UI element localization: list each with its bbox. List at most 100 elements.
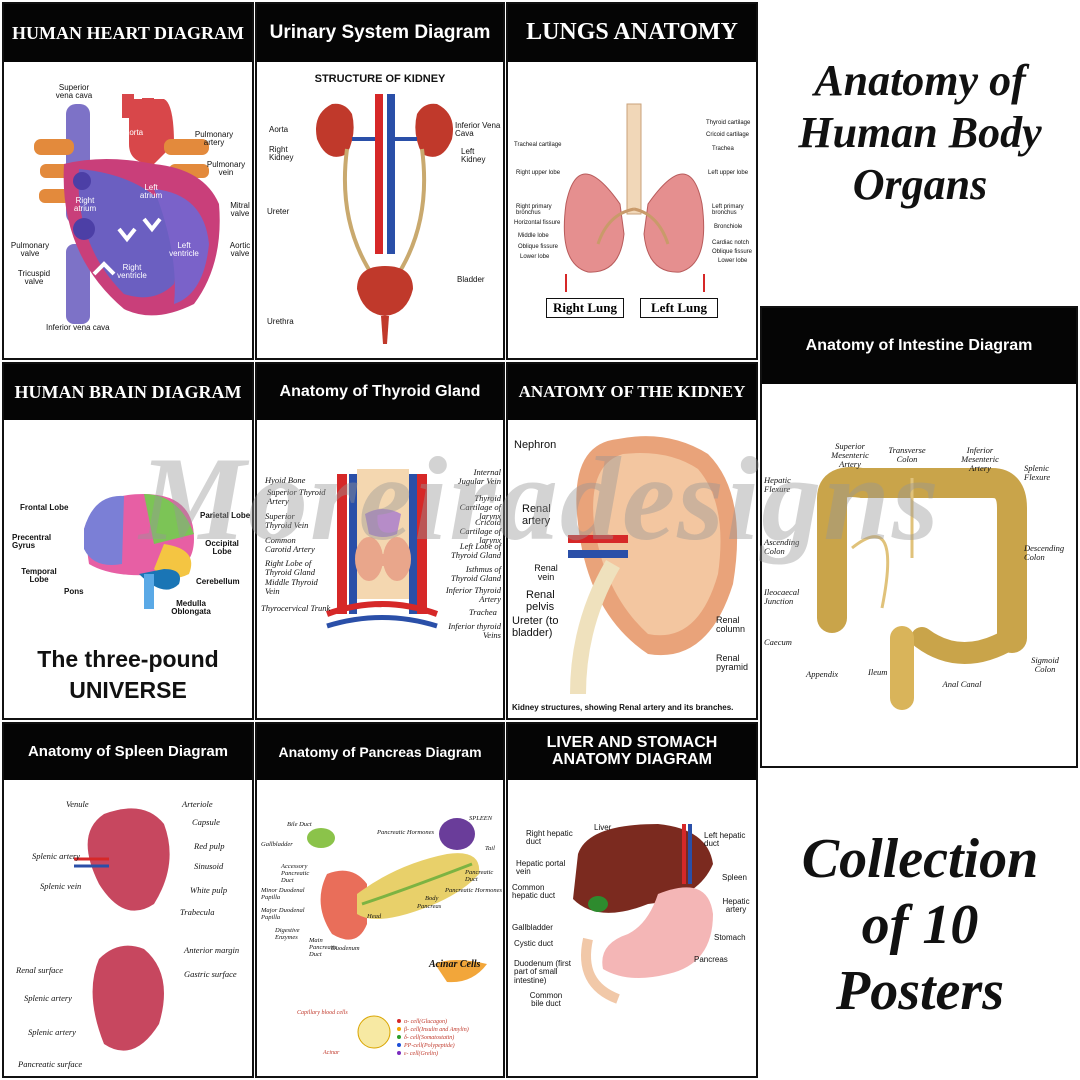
- urinary-label-urethra: Urethra: [267, 317, 294, 326]
- urinary-label-ivc: Inferior Vena Cava: [455, 121, 501, 139]
- poster-urinary: Urinary System Diagram STRUCTURE OF KIDN…: [255, 2, 505, 360]
- heart-label-pulm-artery: Pulmonary artery: [194, 130, 234, 148]
- urinary-label-ureter: Ureter: [267, 207, 290, 216]
- intestine-label-appendix: Appendix: [806, 669, 839, 679]
- pancreas-label-major: Major Duodenal Papilla: [261, 907, 305, 921]
- liver-label-common-hepatic: Common hepatic duct: [512, 883, 556, 901]
- brain-title: HUMAN BRAIN DIAGRAM: [4, 364, 252, 420]
- pancreas-legend-item: PP-cell(Polypeptide): [397, 1042, 469, 1050]
- liver-title: LIVER AND STOMACH ANATOMY DIAGRAM: [508, 724, 756, 780]
- poster-spleen: Anatomy of Spleen Diagram Venule Arterio…: [2, 722, 254, 1078]
- thyroid-label-hyoid: Hyoid Bone: [265, 475, 306, 485]
- collection: Collection of 10 Posters: [760, 826, 1080, 1024]
- poster-intestine: Anatomy of Intestine Diagram Superior Me…: [760, 306, 1078, 768]
- lungs-label-tracheal-cart: Tracheal cartilage: [514, 142, 562, 148]
- lungs-label-right-upper: Right upper lobe: [516, 170, 561, 176]
- pancreas-legend-item: ε- cell(Grelin): [397, 1050, 469, 1058]
- spleen-label-trabecula: Trabecula: [180, 907, 215, 917]
- pancreas-legend: α- cell(Glucagon) β- cell(Insulin and Amy…: [397, 1018, 469, 1058]
- liver-label-portal-vein: Hepatic portal vein: [516, 859, 566, 877]
- lungs-title: LUNGS ANATOMY: [508, 4, 756, 62]
- pancreas-label-spleen: SPLEEN: [469, 815, 493, 822]
- kidney-title: ANATOMY OF THE KIDNEY: [508, 364, 756, 420]
- heart-label-right-atrium: Right atrium: [73, 196, 97, 214]
- urinary-subtitle: STRUCTURE OF KIDNEY: [314, 73, 446, 85]
- legend-dot-icon: [397, 1035, 401, 1039]
- liver-label-cystic: Cystic duct: [514, 939, 554, 948]
- thyroid-label-inf-artery: Inferior Thyroid Artery: [445, 585, 501, 604]
- spleen-label-splenic-artery-3: Splenic artery: [28, 1027, 76, 1037]
- poster-kidney: ANATOMY OF THE KIDNEY Nephron Renal arte…: [506, 362, 758, 720]
- kidney-label-renal-pelvis: Renal pelvis: [526, 589, 555, 613]
- spleen-label-splenic-artery-2: Splenic artery: [24, 993, 72, 1003]
- pancreas-legend-item: δ- cell(Somatostatin): [397, 1034, 469, 1042]
- spleen-label-gastric: Gastric surface: [184, 969, 237, 979]
- pancreas-label-pancreatic-duct: Pancreatic Duct: [465, 869, 494, 883]
- pancreas-label-tail: Tail: [485, 845, 495, 852]
- liver-label-spleen: Spleen: [722, 873, 747, 882]
- heart-illustration: [34, 94, 220, 324]
- lungs-label-cricoid-cart: Cricoid cartilage: [706, 132, 750, 138]
- heart-label-ivc: Inferior vena cava: [46, 323, 110, 332]
- brain-label-frontal: Frontal Lobe: [20, 503, 69, 512]
- intestine-label-hepatic: Hepatic Flexure: [764, 475, 791, 494]
- kidney-label-nephron: Nephron: [514, 439, 557, 451]
- spleen-title: Anatomy of Spleen Diagram: [4, 724, 252, 780]
- spleen-illustration: [74, 808, 170, 1051]
- thyroid-label-trachea: Trachea: [469, 607, 497, 617]
- pancreas-label-head: Head: [367, 913, 382, 920]
- spleen-label-splenic-artery: Splenic artery: [32, 851, 80, 861]
- headline-line-2: Human Body: [798, 108, 1042, 157]
- lungs-label-left-primary: Left primary bronchus: [712, 204, 744, 217]
- thyroid-label-right-lobe: Right Lobe of Thyroid Gland: [265, 558, 315, 577]
- lungs-label-right-primary: Right primary bronchus: [516, 204, 552, 217]
- lungs-illustration: [563, 103, 705, 292]
- heart-label-aorta: Aorta: [124, 128, 144, 137]
- intestine-label-sup-mes: Superior Mesenteric Artery: [831, 441, 869, 469]
- brain-tagline-2: UNIVERSE: [69, 677, 187, 703]
- heart-label-left-ventricle: Left ventricle: [169, 241, 199, 259]
- heart-label-left-atrium: Left atrium: [139, 183, 163, 201]
- legend-text: ε- cell(Grelin): [404, 1051, 438, 1057]
- lungs-label-lower-r: Lower lobe: [520, 254, 550, 260]
- spleen-label-venule: Venule: [66, 799, 89, 809]
- legend-text: β- cell(Insulin and Amylin): [404, 1027, 469, 1033]
- spleen-label-renal-surface: Renal surface: [16, 965, 63, 975]
- heart-label-pulm-valve: Pulmonary valve: [10, 241, 50, 259]
- lungs-label-oblique-r: Oblique fissure: [518, 244, 559, 250]
- brain-label-medulla: Medulla Oblongata: [171, 599, 211, 617]
- poster-pancreas: Anatomy of Pancreas Diagram Bile Duct SP…: [255, 722, 505, 1078]
- poster-heart: HUMAN HEART DIAGRAM Superior vena cava A…: [2, 2, 254, 360]
- lungs-label-thyroid-cart: Thyroid cartilage: [706, 120, 751, 126]
- thyroid-label-isthmus: Isthmus of Thyroid Gland: [451, 564, 501, 583]
- legend-text: α- cell(Glucagon): [404, 1019, 447, 1025]
- pancreas-label-acinar: Acinar: [323, 1050, 340, 1056]
- intestine-label-caecum: Caecum: [764, 637, 792, 647]
- liver-label-pancreas: Pancreas: [694, 955, 728, 964]
- kidney-label-renal-column: Renal column: [716, 615, 746, 635]
- spleen-label-sinusoid: Sinusoid: [194, 861, 224, 871]
- urinary-label-aorta: Aorta: [269, 125, 289, 134]
- thyroid-illustration: [325, 469, 439, 629]
- heart-label-tricuspid: Tricuspid valve: [17, 269, 51, 287]
- pancreas-label-digestive: Digestive Enzymes: [275, 927, 300, 941]
- thyroid-label-thyroid-cart: Thyroid Cartilage of larynx: [459, 493, 501, 521]
- lungs-label-cardiac: Cardiac notch: [712, 240, 750, 246]
- spleen-label-pancreatic-surface: Pancreatic surface: [18, 1059, 83, 1069]
- urinary-label-right-kidney: Right Kidney: [269, 145, 294, 163]
- lungs-label-horizontal: Horizontal fissure: [514, 220, 561, 226]
- thyroid-label-sup-vein: Superior Thyroid Vein: [265, 511, 309, 530]
- urinary-title: Urinary System Diagram: [257, 4, 503, 62]
- spleen-label-capsule: Capsule: [192, 817, 220, 827]
- urinary-label-bladder: Bladder: [457, 275, 485, 284]
- pancreas-label-hormones-2: Pancreatic Hormones: [445, 887, 502, 894]
- intestine-label-ascending: Ascending Colon: [764, 537, 800, 556]
- liver-label-stomach: Stomach: [714, 933, 746, 942]
- brain-label-precentral: Precentral Gyrus: [12, 533, 52, 551]
- intestine-label-descending: Descending Colon: [1024, 543, 1065, 562]
- heart-label-aortic: Aortic valve: [229, 241, 251, 259]
- poster-liver: LIVER AND STOMACH ANATOMY DIAGRAM Right …: [506, 722, 758, 1078]
- thyroid-label-sup-artery: Superior Thyroid Artery: [267, 487, 326, 506]
- kidney-label-renal-pyramid: Renal pyramid: [716, 653, 749, 673]
- pancreas-label-body: Body: [425, 895, 439, 902]
